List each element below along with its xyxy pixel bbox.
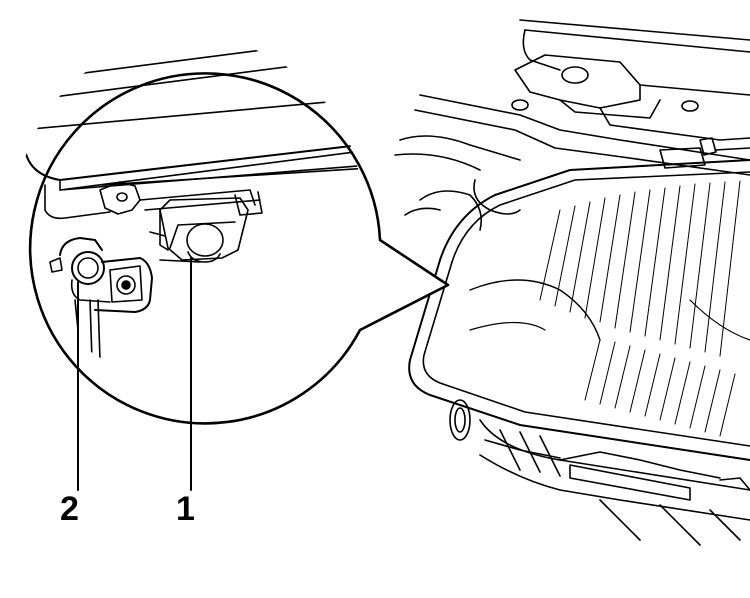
vehicle-front-structure [394,19,750,546]
callout-leaders [77,257,192,491]
detail-magnifier [19,39,450,425]
headlight-lens-hatching [539,180,741,437]
detail-contents [19,39,363,361]
callout-label-1: 1 [176,490,195,528]
callout-label-2: 2 [60,490,79,528]
